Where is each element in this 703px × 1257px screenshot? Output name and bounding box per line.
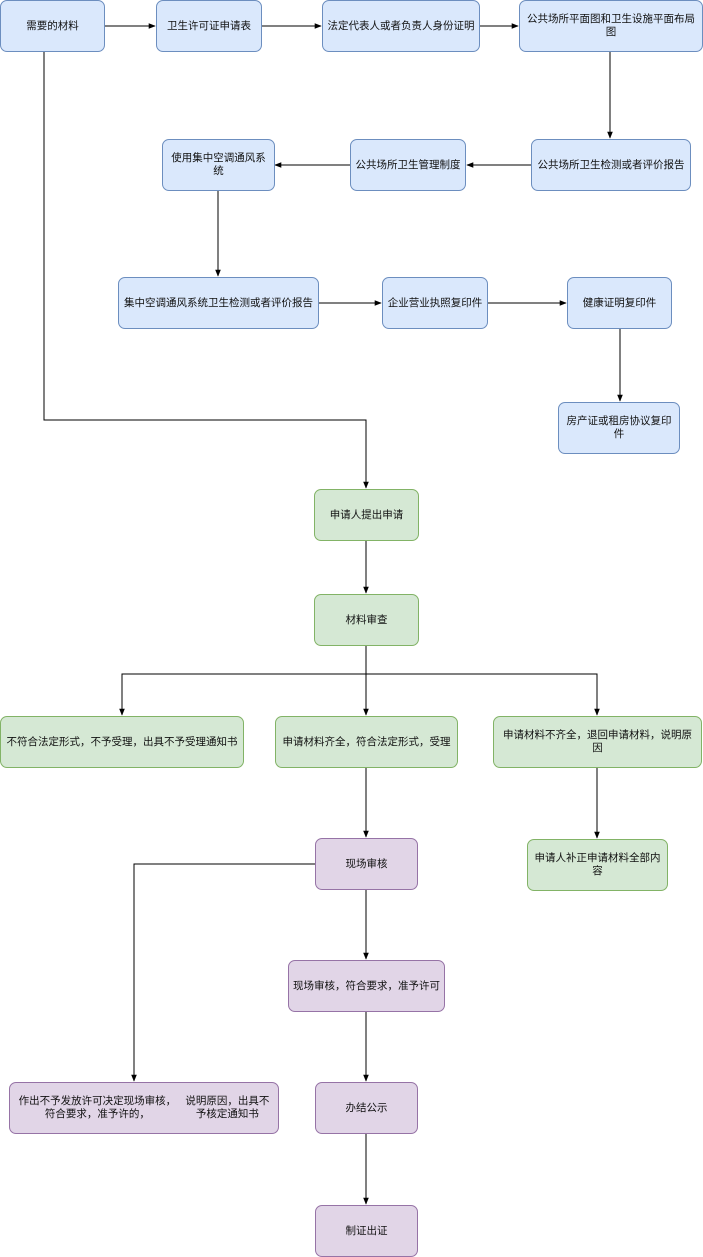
node-business-license-label: 企业营业执照复印件	[387, 296, 483, 309]
node-legal-rep-id: 法定代表人或者负责人身份证明	[322, 0, 480, 52]
node-hygiene-test-report: 公共场所卫生检测或者评价报告	[531, 139, 691, 191]
node-incomplete: 申请材料不齐全，退回申请材料，说明原因	[493, 716, 702, 768]
edge-review-to-reject	[119, 673, 366, 716]
node-incomplete-label: 申请材料不齐全，退回申请材料，说明原因	[503, 729, 692, 754]
node-reject-notice-label: 不符合法定形式，不予受理，出具不予受理通知书	[6, 735, 238, 748]
edge-materials-to-applicant	[43, 52, 369, 489]
node-applicant-submit-label: 申请人提出申请	[329, 508, 404, 521]
node-central-ac: 使用集中空调通风系统	[162, 139, 275, 191]
node-floor-plan-label: 公共场所平面图和卫生设施平面布局图	[527, 13, 695, 38]
node-hygiene-permit-form-label: 卫生许可证申请表	[167, 19, 251, 32]
node-supplement: 申请人补正申请材料全部内容	[527, 839, 668, 891]
node-publish: 办结公示	[315, 1082, 418, 1134]
node-hygiene-mgmt-system: 公共场所卫生管理制度	[350, 139, 466, 191]
node-material-review-label: 材料审查	[345, 613, 388, 626]
node-issue-cert-label: 制证出证	[345, 1224, 388, 1237]
node-publish-label: 办结公示	[345, 1101, 388, 1114]
node-floor-plan: 公共场所平面图和卫生设施平面布局图	[519, 0, 703, 52]
node-health-cert-label: 健康证明复印件	[582, 296, 657, 309]
node-deny-line2: 说明原因，出具不予核定通知书	[185, 1095, 270, 1120]
node-materials: 需要的材料	[0, 0, 105, 52]
node-material-review: 材料审查	[314, 594, 419, 646]
node-property-cert: 房产证或租房协议复印件	[558, 402, 680, 454]
node-applicant-submit: 申请人提出申请	[314, 489, 419, 541]
node-ac-test-report-label: 集中空调通风系统卫生检测或者评价报告	[124, 296, 313, 309]
node-legal-rep-id-label: 法定代表人或者负责人身份证明	[327, 19, 475, 32]
node-accept-label: 申请材料齐全，符合法定形式，受理	[282, 735, 451, 748]
node-deny-decision: 作出不予发放许可决定现场审核，符合要求，准予许的， 说明原因，出具不予核定通知书	[9, 1082, 279, 1134]
node-ac-test-report: 集中空调通风系统卫生检测或者评价报告	[118, 277, 319, 329]
node-deny-line1: 作出不予发放许可决定现场审核，符合要求，准予许的，	[18, 1095, 177, 1120]
node-onsite-review-label: 现场审核	[345, 857, 388, 870]
node-onsite-review: 现场审核	[315, 838, 418, 890]
node-hygiene-permit-form: 卫生许可证申请表	[156, 0, 262, 52]
edge-onsite-to-deny	[131, 863, 315, 1082]
node-health-cert: 健康证明复印件	[567, 277, 672, 329]
node-issue-cert: 制证出证	[315, 1205, 418, 1257]
node-hygiene-mgmt-system-label: 公共场所卫生管理制度	[355, 158, 461, 171]
node-accept: 申请材料齐全，符合法定形式，受理	[275, 716, 458, 768]
node-business-license: 企业营业执照复印件	[382, 277, 488, 329]
node-onsite-approve-label: 现场审核，符合要求，准予许可	[293, 979, 440, 992]
node-central-ac-label: 使用集中空调通风系统	[171, 152, 266, 177]
node-materials-label: 需要的材料	[26, 19, 79, 32]
node-property-cert-label: 房产证或租房协议复印件	[566, 415, 672, 440]
edge-review-to-incomplete	[366, 673, 600, 716]
node-reject-notice: 不符合法定形式，不予受理，出具不予受理通知书	[0, 716, 244, 768]
node-onsite-approve: 现场审核，符合要求，准予许可	[288, 960, 445, 1012]
node-hygiene-test-report-label: 公共场所卫生检测或者评价报告	[537, 158, 685, 171]
node-supplement-label: 申请人补正申请材料全部内容	[534, 852, 661, 877]
